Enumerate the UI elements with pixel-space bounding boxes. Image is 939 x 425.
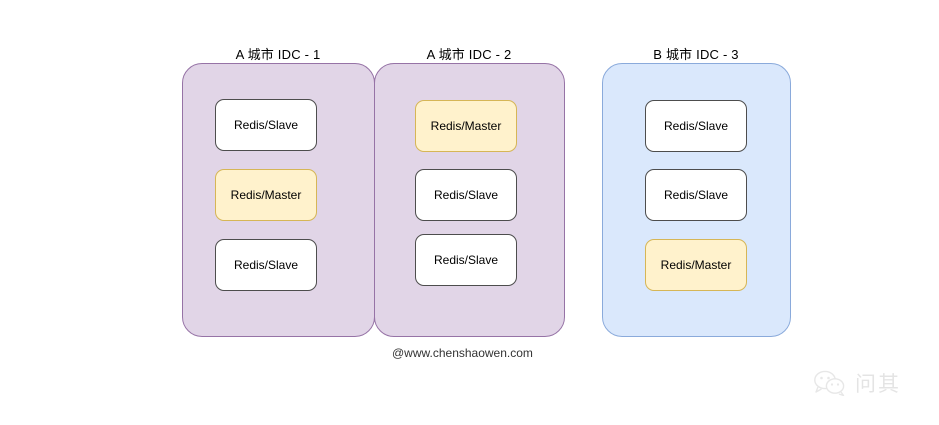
zone-label-idc-2: A 城市 IDC - 2 [426, 47, 512, 62]
node-redis-master[interactable]: Redis/Master [645, 239, 747, 291]
node-label: Redis/Slave [663, 119, 729, 133]
node-redis-slave[interactable]: Redis/Slave [215, 99, 317, 151]
zone-idc-3: Redis/Slave Redis/Slave Redis/Master [602, 63, 791, 337]
node-redis-master[interactable]: Redis/Master [215, 169, 317, 221]
node-label: Redis/Slave [433, 253, 499, 267]
zone-label-idc-1: A 城市 IDC - 1 [235, 47, 321, 62]
node-label: Redis/Master [430, 119, 502, 133]
node-redis-slave[interactable]: Redis/Slave [645, 169, 747, 221]
node-redis-master[interactable]: Redis/Master [415, 100, 517, 152]
node-redis-slave[interactable]: Redis/Slave [415, 169, 517, 221]
site-watermark: @www.chenshaowen.com [392, 346, 533, 360]
zone-idc-2: Redis/Master Redis/Slave Redis/Slave [374, 63, 565, 337]
node-label: Redis/Master [230, 188, 302, 202]
node-redis-slave[interactable]: Redis/Slave [215, 239, 317, 291]
node-redis-slave[interactable]: Redis/Slave [645, 100, 747, 152]
brand-name: 问其 [855, 372, 901, 396]
node-label: Redis/Slave [233, 118, 299, 132]
node-label: Redis/Master [660, 258, 732, 272]
brand-watermark: 问其 [813, 368, 901, 398]
zone-label-idc-3: B 城市 IDC - 3 [653, 47, 739, 62]
wechat-icon [813, 370, 847, 397]
zone-idc-1: Redis/Slave Redis/Master Redis/Slave [182, 63, 375, 337]
node-redis-slave[interactable]: Redis/Slave [415, 234, 517, 286]
node-label: Redis/Slave [663, 188, 729, 202]
node-label: Redis/Slave [233, 258, 299, 272]
node-label: Redis/Slave [433, 188, 499, 202]
